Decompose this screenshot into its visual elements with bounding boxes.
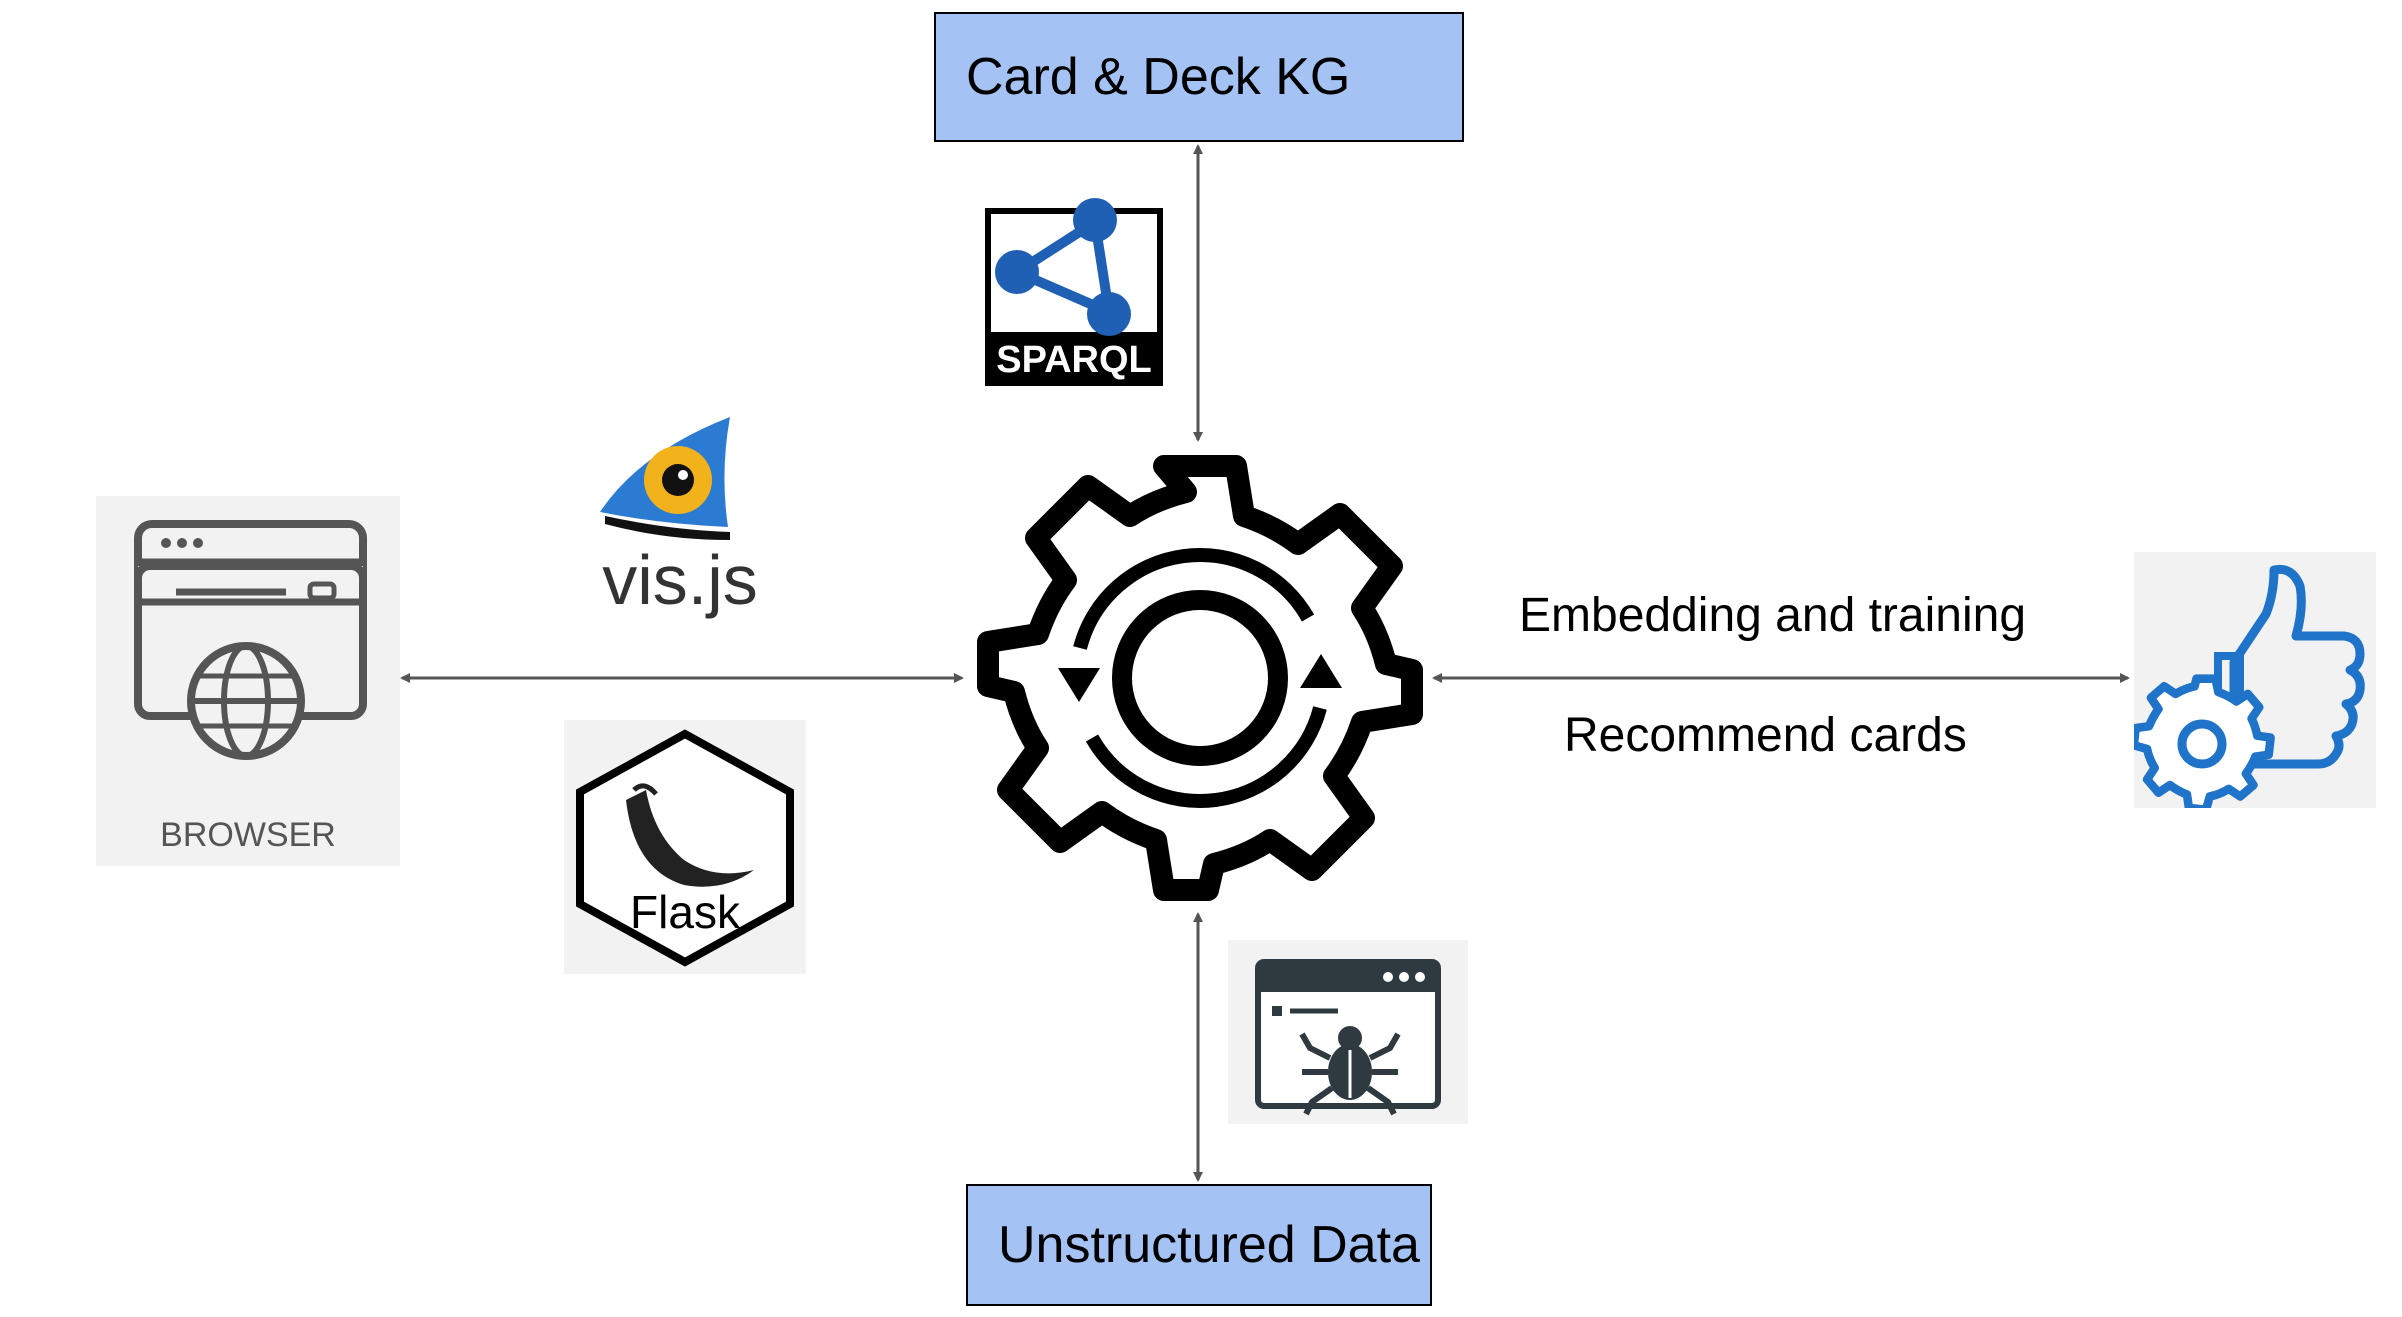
browser-icon: BROWSER (96, 496, 400, 866)
recommend-cards-label: Recommend cards (1564, 709, 1967, 762)
visjs-logo: vis.js (580, 412, 780, 622)
sparql-logo: SPARQL (985, 192, 1163, 386)
flask-text: Flask (630, 886, 741, 938)
embedding-training-label: Embedding and training (1519, 589, 2027, 642)
gear-sync-icon (970, 448, 1430, 908)
card-deck-kg-label: Card & Deck KG (966, 48, 1351, 106)
card-deck-kg-box: Card & Deck KG (934, 12, 1464, 142)
web-crawler-icon (1228, 940, 1468, 1124)
sparql-text: SPARQL (996, 339, 1152, 381)
browser-text: BROWSER (160, 816, 336, 854)
gear-thumbs-up-icon (2129, 552, 2376, 815)
visjs-text: vis.js (602, 541, 758, 619)
flask-logo: Flask (564, 720, 806, 974)
unstructured-data-label: Unstructured Data (998, 1216, 1420, 1274)
unstructured-data-box: Unstructured Data (966, 1184, 1432, 1306)
